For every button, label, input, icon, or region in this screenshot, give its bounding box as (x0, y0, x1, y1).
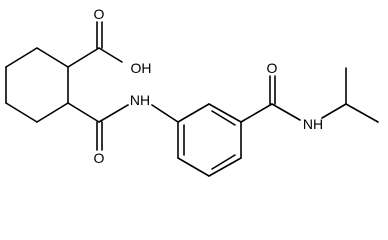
molecule-structure-diagram: O OH O NH O NH (5, 6, 379, 177)
left-amide-group (67, 102, 179, 151)
left-amide-oxygen-label: O (94, 150, 105, 166)
benzene-ring (177, 103, 242, 177)
right-amide-group (240, 75, 301, 123)
carboxylic-acid-group (67, 21, 123, 68)
carboxyl-oxygen-label: O (94, 6, 105, 22)
left-amide-nh-label: NH (130, 92, 150, 108)
atom-labels: O OH O NH O NH (94, 6, 324, 166)
structure-canvas: O OH O NH O NH (5, 6, 379, 177)
right-amide-nh-label: NH (303, 116, 323, 132)
hydroxyl-label: OH (131, 60, 152, 76)
right-amide-oxygen-label: O (267, 60, 278, 76)
cyclohexane-ring (5, 47, 69, 123)
isopropyl-group (321, 67, 379, 123)
